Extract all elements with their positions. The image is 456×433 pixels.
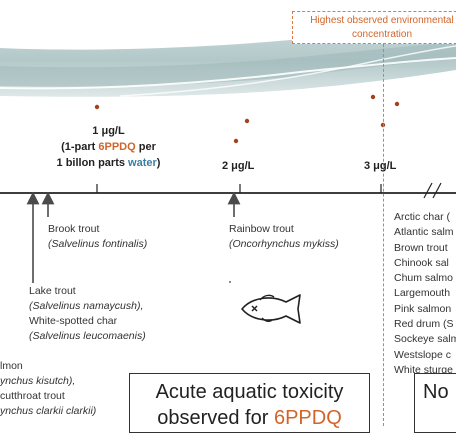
left-cut-l4: ynchus clarkii clarkii) xyxy=(0,405,97,417)
tick-label-3: 3 μg/L xyxy=(364,160,397,172)
species-right-list: Arctic char ( Atlantic salm Brown trout … xyxy=(394,210,456,378)
lake-common2: White-spotted char xyxy=(29,315,118,327)
species-lake-trout: Lake trout (Salvelinus namaycush), White… xyxy=(29,284,146,344)
brook-common: Brook trout xyxy=(48,223,100,235)
species-brook-trout: Brook trout (Salvelinus fontinalis) xyxy=(48,222,147,252)
acute-toxicity-line2: observed for 6PPDQ xyxy=(157,407,342,429)
left-cut-l3: cutthroat trout xyxy=(0,390,65,402)
right-species-4: Chum salmo xyxy=(394,272,453,285)
tick-1-value: 1 μg/L xyxy=(92,125,125,137)
right-species-7: Red drum (S xyxy=(394,318,454,331)
no-effect-line1: No xyxy=(423,381,449,403)
lake-latin: (Salvelinus namaycush), xyxy=(29,300,144,312)
callout-line2: concentration xyxy=(351,29,413,40)
rainbow-common: Rainbow trout xyxy=(229,223,294,235)
tick-1-note-line3: 1 billon parts water) xyxy=(56,157,161,169)
tick-label-2: 2 μg/L xyxy=(222,160,255,172)
tick-1-note-line2: (1-part 6PPDQ per xyxy=(61,141,156,153)
right-species-9: Westslope c xyxy=(394,348,451,361)
lake-common: Lake trout xyxy=(29,285,76,297)
callout-line1: Highest observed environmental xyxy=(310,15,454,26)
left-cut-l2: ynchus kisutch), xyxy=(0,375,76,387)
lake-latin2: (Salvelinus leucomaenis) xyxy=(29,330,146,342)
brook-latin: (Salvelinus fontinalis) xyxy=(48,238,148,250)
particle-dot xyxy=(233,138,239,144)
no-effect-box: No xyxy=(414,373,456,433)
right-species-8: Sockeye salm xyxy=(394,333,456,346)
rainbow-latin: (Oncorhynchus mykiss) xyxy=(229,238,339,250)
species-left-cut: lmon ynchus kisutch), cutthroat trout yn… xyxy=(0,359,96,419)
right-species-10: White sturge xyxy=(394,363,453,376)
right-species-5: Largemouth xyxy=(394,287,451,300)
left-cut-l1: lmon xyxy=(0,360,23,372)
dead-fish-icon xyxy=(241,294,301,324)
particle-dot xyxy=(370,94,376,100)
species-arrows xyxy=(26,191,241,283)
particle-dot xyxy=(244,118,250,124)
right-species-3: Chinook sal xyxy=(394,256,449,269)
right-species-6: Pink salmon xyxy=(394,302,452,315)
highest-concentration-line xyxy=(383,44,384,426)
particle-dot xyxy=(94,104,100,110)
particle-dots xyxy=(94,94,400,144)
tick-label-1: 1 μg/L (1-part 6PPDQ per 1 billon parts … xyxy=(46,123,171,171)
highest-concentration-callout: Highest observed environmental concentra… xyxy=(292,11,456,44)
tiny-dot xyxy=(229,281,231,283)
right-species-0: Arctic char ( xyxy=(394,211,451,223)
species-rainbow-trout: Rainbow trout (Oncorhynchus mykiss) xyxy=(229,222,339,252)
acute-toxicity-box: Acute aquatic toxicity observed for 6PPD… xyxy=(129,373,370,433)
particle-dot xyxy=(394,101,400,107)
particle-dot xyxy=(380,122,386,128)
acute-toxicity-line1: Acute aquatic toxicity xyxy=(155,381,344,403)
right-species-2: Brown trout xyxy=(394,241,448,254)
right-species-1: Atlantic salm xyxy=(394,226,454,239)
